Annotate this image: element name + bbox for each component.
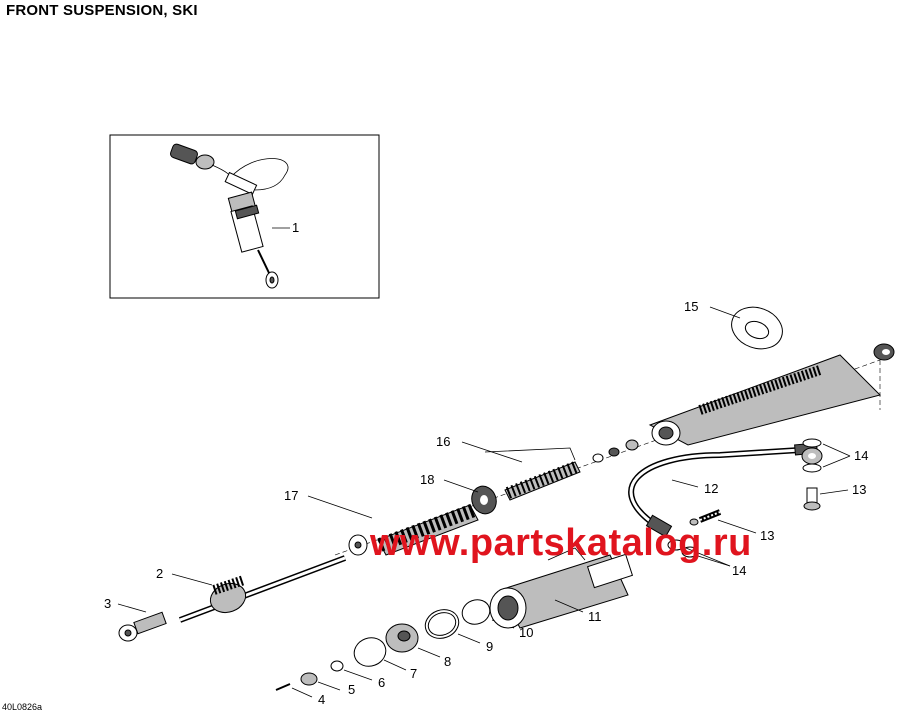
callout-6: 6 bbox=[378, 675, 385, 690]
part-5-fitting bbox=[300, 672, 318, 686]
callout-10: 10 bbox=[519, 625, 533, 640]
part-15-spring-seat bbox=[731, 306, 783, 350]
callout-13a: 13 bbox=[852, 482, 866, 497]
part-8-cap bbox=[385, 623, 419, 653]
callout-13b: 13 bbox=[760, 528, 774, 543]
part-shock-body bbox=[648, 343, 895, 446]
callout-14a: 14 bbox=[854, 448, 868, 463]
assembly-inset: 1 bbox=[109, 134, 380, 299]
part-10-ring bbox=[461, 599, 491, 625]
watermark: www.partskatalog.ru bbox=[370, 522, 752, 564]
callout-1: 1 bbox=[292, 220, 299, 235]
callout-16: 16 bbox=[436, 434, 450, 449]
part-16-spring bbox=[484, 447, 581, 501]
callout-12: 12 bbox=[704, 481, 718, 496]
figure-code: 40L0826a bbox=[2, 702, 43, 712]
part-9-oring bbox=[424, 609, 460, 639]
part-18-piston bbox=[471, 485, 497, 515]
part-12-hose bbox=[628, 442, 818, 538]
callout-9: 9 bbox=[486, 639, 493, 654]
callout-2: 2 bbox=[156, 566, 163, 581]
callout-17: 17 bbox=[284, 488, 298, 503]
callout-18: 18 bbox=[420, 472, 434, 487]
callout-11: 11 bbox=[588, 609, 602, 624]
part-2-shaft bbox=[178, 555, 347, 623]
callout-14b: 14 bbox=[732, 563, 746, 578]
part-17-spring-stack bbox=[348, 503, 479, 556]
part-11-reservoir bbox=[489, 547, 634, 629]
part-4-screw bbox=[275, 683, 291, 691]
part-14-washers-lower bbox=[667, 539, 699, 558]
part-14-banjo-upper bbox=[801, 438, 823, 473]
part-7-oring bbox=[353, 637, 387, 667]
callout-7: 7 bbox=[410, 666, 417, 681]
assembled-shock-illustration bbox=[170, 143, 289, 289]
part-3-eyelet bbox=[118, 611, 167, 642]
callout-4: 4 bbox=[318, 692, 325, 707]
page-title: FRONT SUSPENSION, SKI bbox=[6, 2, 198, 19]
part-6-oring bbox=[330, 660, 344, 672]
part-nut-washer bbox=[592, 439, 639, 463]
callout-3: 3 bbox=[104, 596, 111, 611]
callout-15: 15 bbox=[684, 299, 698, 314]
part-13-bolt-lower bbox=[689, 509, 722, 526]
callout-5: 5 bbox=[348, 682, 355, 697]
part-13-bolt-upper bbox=[803, 487, 821, 511]
callout-8: 8 bbox=[444, 654, 451, 669]
